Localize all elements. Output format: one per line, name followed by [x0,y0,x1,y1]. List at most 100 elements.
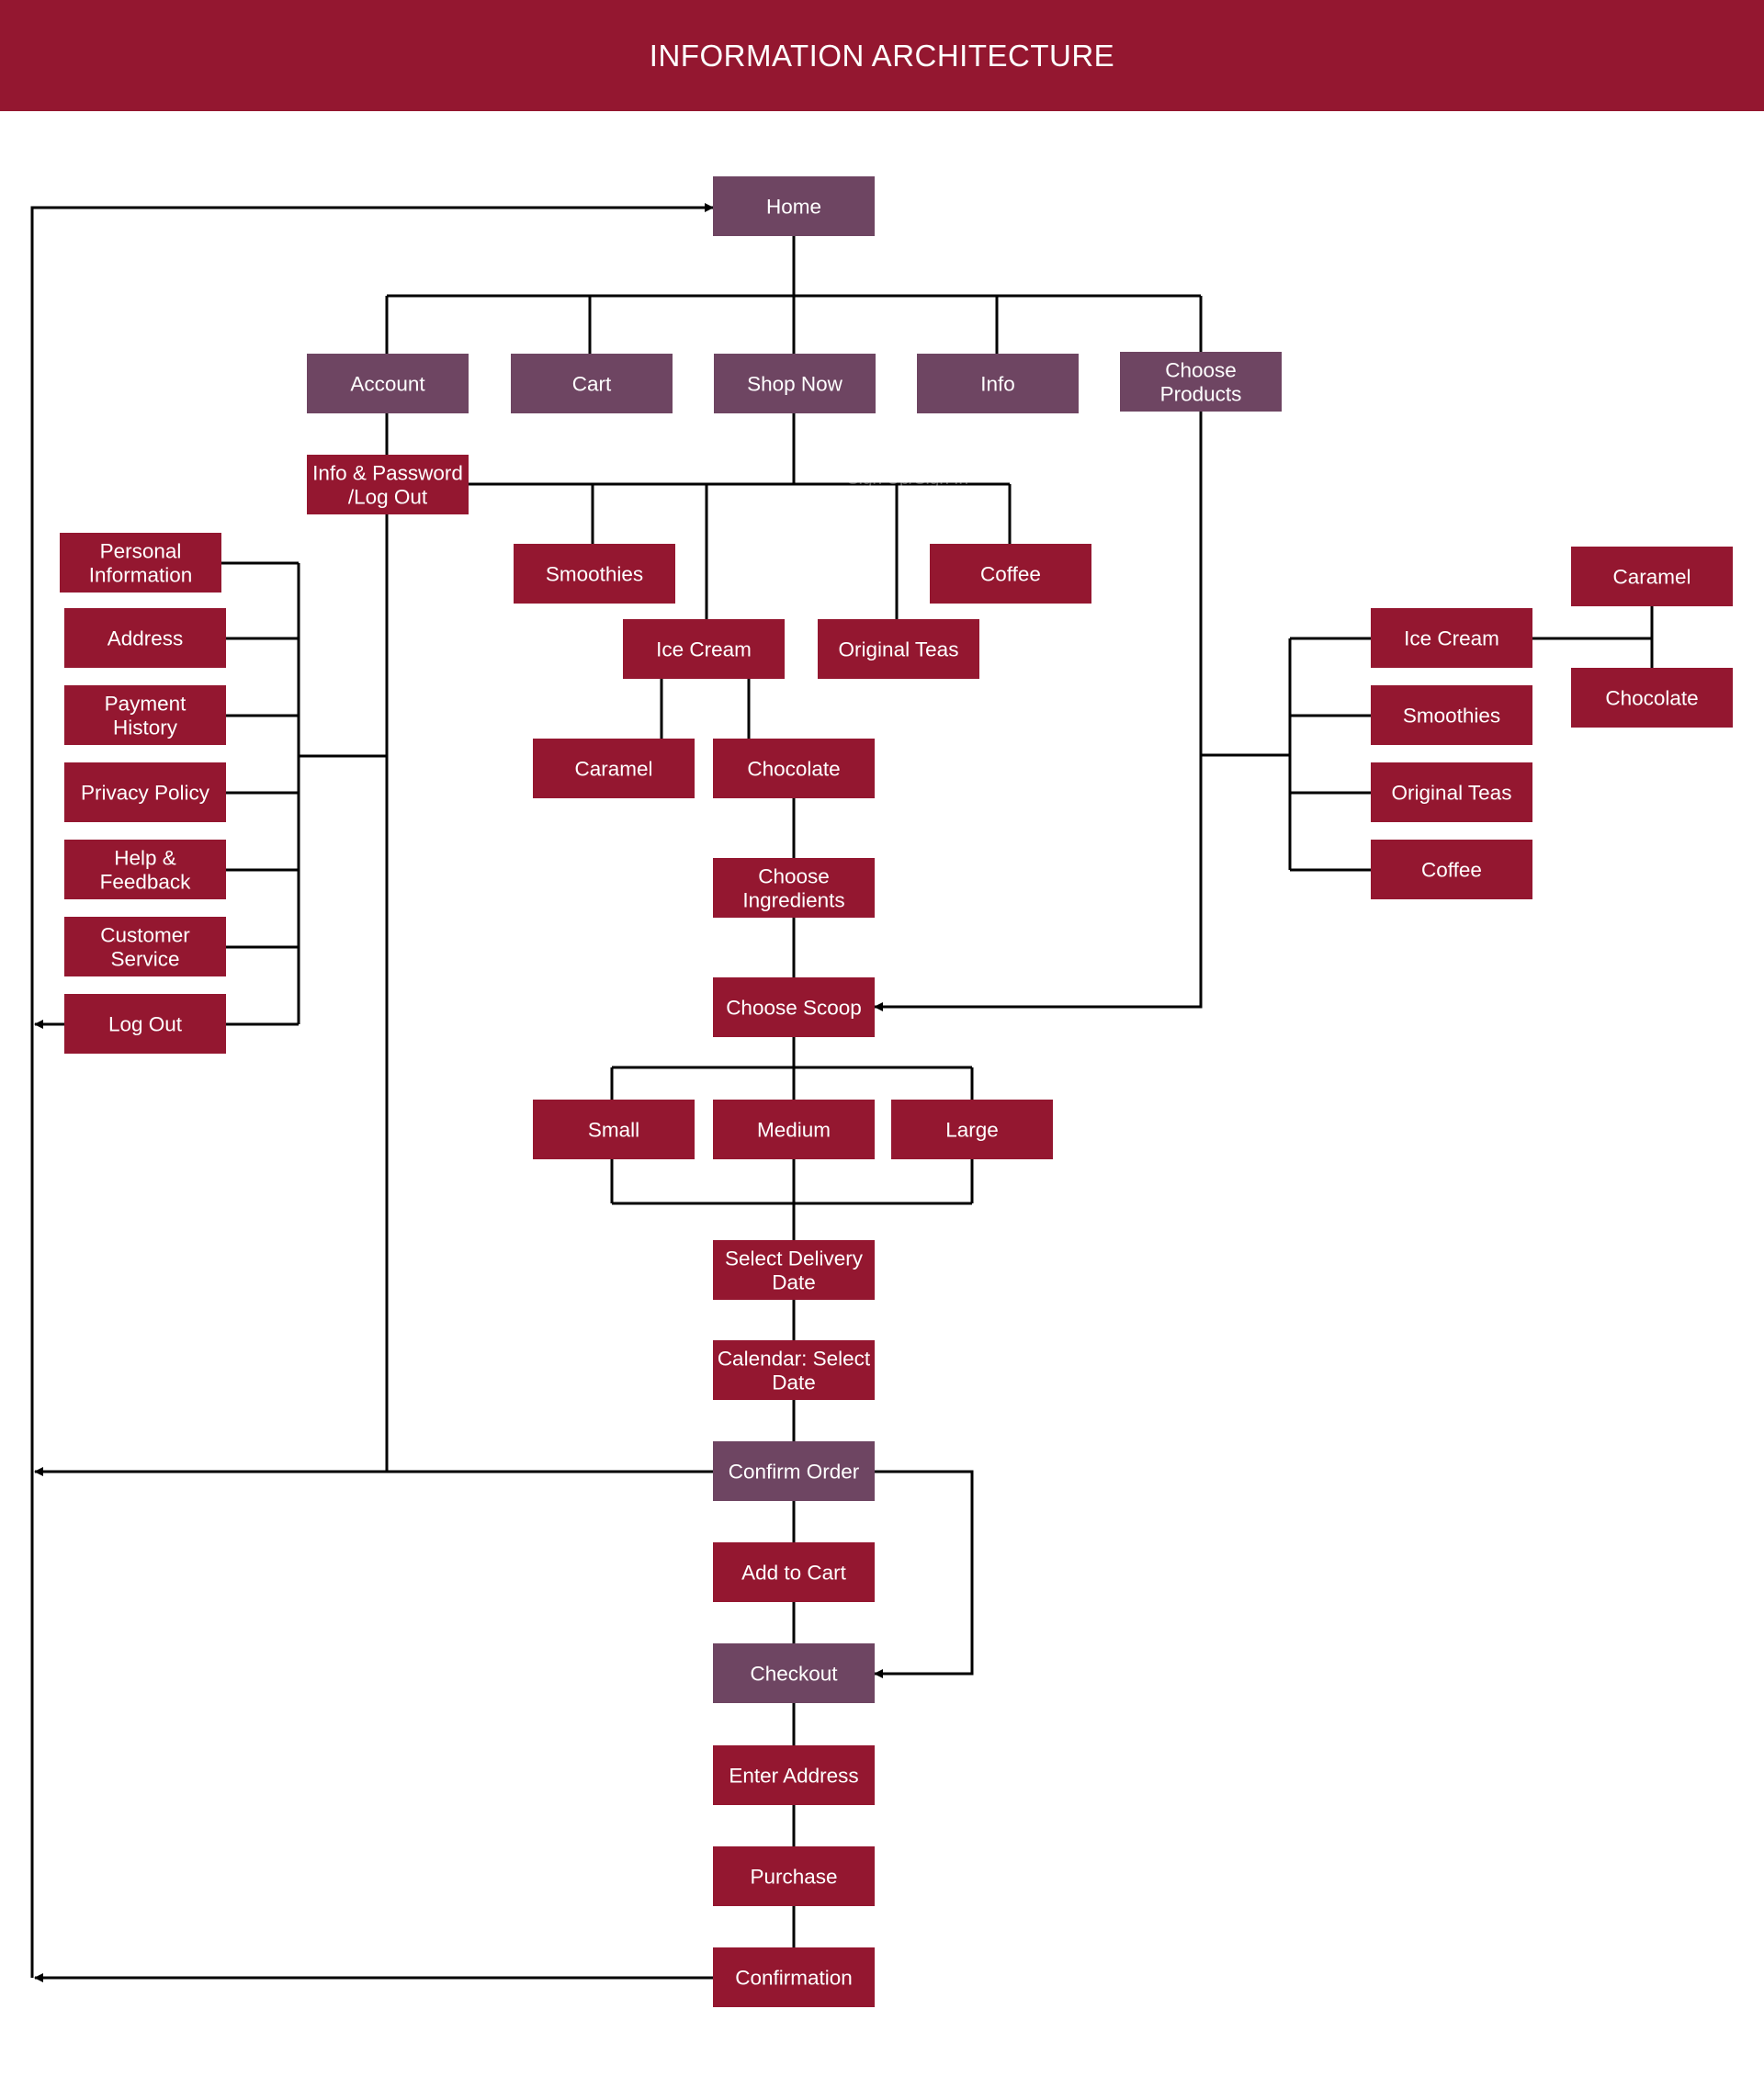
node-large: Large [891,1100,1053,1159]
node-shop-now: Shop Now [714,354,876,413]
node-label: Privacy Policy [81,782,210,805]
node-label: Chocolate [747,758,840,781]
node-box [60,533,221,593]
node-info-password: Info & Password/Log Out [307,455,469,514]
node-privacy-policy: Privacy Policy [64,762,226,822]
node-label: Home [766,196,821,219]
node-box [930,544,1091,604]
connector-line [874,1470,974,1678]
connectors [30,203,1654,1982]
node-label: Personal [100,540,182,563]
node-original-teas: Original Teas [818,619,979,679]
node-coffee: Coffee [930,544,1091,604]
node-label: Log Out [108,1013,183,1036]
node-caramel: Caramel [533,739,695,798]
node-info: Info [917,354,1079,413]
node-label: Select Delivery [725,1247,864,1270]
node-label: Smoothies [1403,705,1500,728]
node-label: Address [107,627,184,650]
node-box [917,354,1079,413]
node-label: History [113,717,178,739]
node-label: Feedback [100,871,192,894]
node-add-to-cart: Add to Cart [713,1542,875,1602]
node-label: Original Teas [1392,782,1512,805]
node-box [533,739,695,798]
node-box [1371,685,1532,745]
node-label: Large [945,1119,999,1142]
page-title: INFORMATION ARCHITECTURE [649,38,1115,73]
node-label: Information [89,564,193,587]
node-box [511,354,673,413]
node-label: Confirm Order [729,1461,860,1484]
node-box [1371,608,1532,668]
node-box [64,608,226,668]
node-box [713,1340,875,1400]
node-box [714,354,876,413]
node-label: Small [588,1119,639,1142]
node-label: Help & [114,847,176,870]
node-smoothies: Smoothies [514,544,675,604]
node-box [713,1100,875,1159]
node-label: Medium [757,1119,831,1142]
node-box [514,544,675,604]
node-enter-address: Enter Address [713,1745,875,1805]
node-label: Confirmation [735,1967,853,1990]
node-box [64,840,226,899]
node-home: Home [713,176,875,236]
node-label: Choose Scoop [726,997,862,1020]
node-label: Customer [100,924,190,947]
node-box [64,685,226,745]
node-label: Chocolate [1605,687,1698,710]
node-box [713,1947,875,2007]
node-checkout: Checkout [713,1643,875,1703]
node-box [307,354,469,413]
node-log-out: Log Out [64,994,226,1054]
node-cart: Cart [511,354,673,413]
node-label: Original Teas [839,638,959,661]
node-box [713,1745,875,1805]
node-label: Choose [1165,359,1237,382]
node-label: Caramel [574,758,652,781]
node-label: Products [1160,383,1242,406]
node-label: Cart [572,373,612,396]
node-label: Coffee [980,563,1041,586]
node-ice-cream: Ice Cream [623,619,785,679]
node-box [64,762,226,822]
node-box [713,1240,875,1300]
node-label: Date [772,1371,816,1394]
node-label: Ice Cream [656,638,752,661]
node-box [713,858,875,918]
node-label: Choose [758,865,830,888]
node-label: Service [110,948,179,971]
node-box [64,994,226,1054]
node-label: Checkout [750,1663,838,1686]
node-right-coffee: Coffee [1371,840,1532,899]
node-label: Caramel [1612,566,1690,589]
node-label: Date [772,1271,816,1294]
node-label: Smoothies [546,563,643,586]
node-right-chocolate: Chocolate [1571,668,1733,728]
node-label: Ice Cream [1404,627,1499,650]
node-label: Calendar: Select [718,1348,871,1371]
node-address: Address [64,608,226,668]
node-label: /Log Out [348,486,428,509]
node-box [1371,762,1532,822]
node-label: Account [350,373,425,396]
node-box [1571,668,1733,728]
node-box [713,1441,875,1501]
node-confirmation: Confirmation [713,1947,875,2007]
node-right-original-teas: Original Teas [1371,762,1532,822]
node-label: Ingredients [742,889,844,912]
node-box [713,977,875,1037]
node-box [533,1100,695,1159]
node-chocolate: Chocolate [713,739,875,798]
node-choose-scoop: Choose Scoop [713,977,875,1037]
node-box [891,1100,1053,1159]
node-box [713,176,875,236]
node-box [64,917,226,976]
